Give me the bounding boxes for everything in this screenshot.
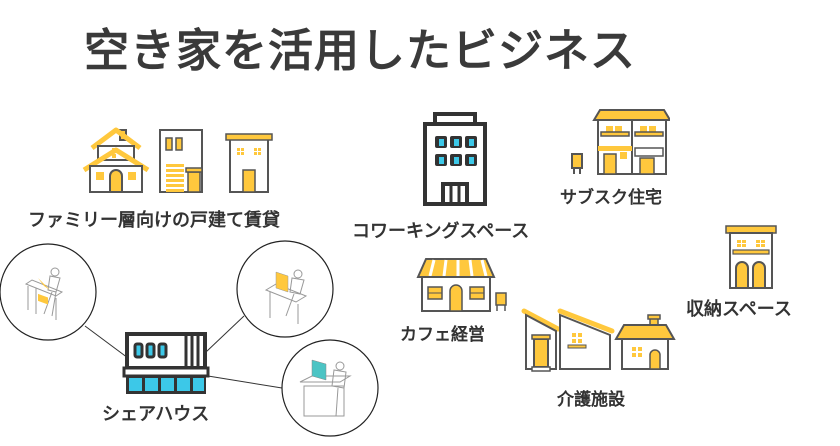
office-building-icon	[421, 110, 489, 206]
label-share-house: シェアハウス	[102, 404, 210, 425]
label-coworking: コワーキングスペース	[352, 221, 530, 242]
label-cafe: カフェ経営	[400, 325, 485, 345]
share-house-diagram	[0, 240, 390, 446]
care-facility-icon	[520, 307, 686, 373]
label-storage-space: 収納スペース	[686, 299, 792, 320]
label-care-facility: 介護施設	[557, 390, 625, 410]
page-title: 空き家を活用したビジネス	[84, 24, 637, 77]
townhouse-icon	[570, 106, 670, 176]
houses-icon	[80, 124, 280, 194]
label-family-rental: ファミリー層向けの戸建て賃貸	[28, 210, 280, 231]
storage-building-icon	[724, 224, 778, 290]
cafe-icon	[408, 257, 512, 313]
label-subscription-housing: サブスク住宅	[560, 188, 662, 208]
share-house-icon	[122, 332, 210, 394]
